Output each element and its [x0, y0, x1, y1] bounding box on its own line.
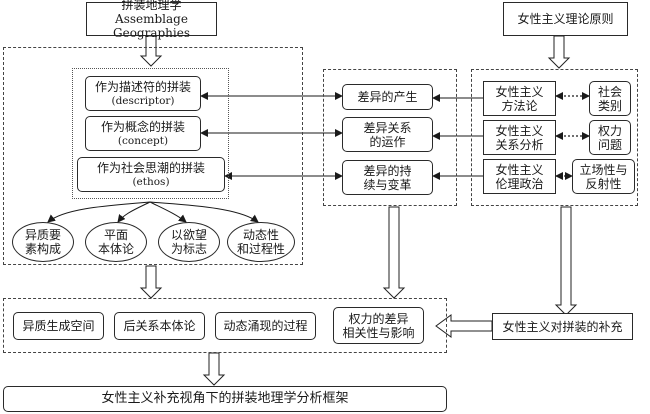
assemblage-type-concept: 作为概念的拼装 (concept)	[85, 116, 201, 151]
feature-line2: 为标志	[170, 242, 207, 256]
assemblage-type-ethos: 作为社会思潮的拼装 (ethos)	[77, 157, 225, 192]
hollow-arrow-left-down	[139, 265, 163, 299]
outcome-heterogeneous-space-box: 异质生成空间	[13, 312, 104, 340]
outcome-emergent-process-box: 动态涌现的过程	[215, 312, 316, 340]
topic-line2: 反射性	[585, 176, 622, 191]
feature-heterogeneous-elements: 异质要 素构成	[12, 222, 74, 262]
type-cn-label: 作为描述符的拼装	[94, 79, 191, 94]
difference-relations-box: 差异关系 的运作	[342, 117, 433, 152]
assemblage-types-container	[72, 68, 229, 199]
difference-line1: 差异的产生	[357, 90, 418, 104]
feminist-principles-box: 女性主义理论原则	[503, 2, 628, 36]
feminist-principles-label: 女性主义理论原则	[517, 12, 614, 26]
supplement-label: 女性主义对拼装的补充	[502, 319, 623, 334]
assemblage-type-descriptor: 作为描述符的拼装 (descriptor)	[85, 76, 201, 111]
framework-title: 女性主义补充视角下的拼装地理学分析框架	[101, 391, 349, 406]
feature-desire-marked: 以欲望 为标志	[158, 222, 220, 262]
method-line2: 方法论	[501, 98, 538, 113]
outcome-line1: 后关系本体论	[123, 319, 196, 333]
feature-line2: 本体论	[97, 242, 134, 256]
feature-line1: 平面	[103, 228, 128, 242]
topic-social-category-box: 社会 类别	[589, 81, 631, 116]
feature-line1: 异质要	[24, 228, 61, 242]
feature-line2: 和过程性	[236, 242, 285, 256]
framework-title-box: 女性主义补充视角下的拼装地理学分析框架	[3, 386, 447, 412]
topic-line2: 问题	[597, 137, 622, 152]
topic-positionality-box: 立场性与 反射性	[572, 159, 635, 194]
type-cn-label: 作为概念的拼装	[100, 119, 185, 134]
topic-line1: 社会	[597, 84, 622, 99]
method-line1: 女性主义	[495, 162, 544, 177]
feature-flat-ontology: 平面 本体论	[85, 222, 147, 262]
feature-line1: 以欲望	[170, 228, 207, 242]
method-line2: 关系分析	[495, 137, 544, 152]
difference-persistence-box: 差异的持 续与变革	[342, 160, 433, 195]
feminist-ethics-politics-box: 女性主义 伦理政治	[483, 159, 556, 194]
hollow-arrow-right-down	[554, 206, 578, 316]
outcomes-group-container	[3, 298, 447, 353]
feminist-supplement-box: 女性主义对拼装的补充	[492, 313, 633, 340]
feature-line2: 素构成	[24, 242, 61, 256]
hollow-arrow-framework-down	[202, 352, 226, 386]
outcome-line1: 异质生成空间	[22, 319, 95, 333]
outcome-post-relational-box: 后关系本体论	[114, 312, 205, 340]
type-en-label: (concept)	[117, 134, 169, 147]
topic-line1: 权力	[597, 123, 622, 138]
outcome-power-difference-box: 权力的差异 相关性与影响	[333, 307, 424, 344]
difference-line2: 续与变革	[363, 177, 412, 192]
feminist-group-container	[471, 69, 638, 206]
assemblage-cn-label: 拼装地理学	[121, 0, 182, 12]
method-line2: 伦理政治	[495, 176, 544, 191]
topic-line1: 立场性与	[579, 162, 628, 177]
feminist-relational-analysis-box: 女性主义 关系分析	[483, 120, 556, 155]
difference-line2: 的运作	[369, 134, 406, 149]
feminist-methodology-box: 女性主义 方法论	[483, 81, 556, 116]
type-en-label: (ethos)	[132, 175, 170, 188]
difference-group-container	[323, 69, 457, 206]
assemblage-geographies-box: 拼装地理学 Assemblage Geographies	[86, 0, 217, 40]
difference-production-box: 差异的产生	[342, 84, 433, 110]
hollow-arrow-supplement-left	[435, 314, 493, 338]
hollow-arrow-middle-down	[382, 206, 406, 299]
topic-line2: 类别	[597, 98, 622, 113]
difference-line1: 差异关系	[363, 120, 412, 135]
outcome-line2: 相关性与影响	[342, 325, 415, 340]
hollow-arrow-feminist-down	[547, 35, 571, 69]
outcome-line1: 动态涌现的过程	[223, 319, 308, 333]
method-line1: 女性主义	[495, 123, 544, 138]
type-cn-label: 作为社会思潮的拼装	[96, 160, 205, 175]
method-line1: 女性主义	[495, 84, 544, 99]
assemblage-group-container	[3, 47, 303, 265]
type-en-label: (descriptor)	[111, 94, 175, 107]
fan-arrows	[47, 201, 259, 223]
topic-power-issue-box: 权力 问题	[589, 120, 631, 155]
difference-line1: 差异的持	[363, 163, 412, 178]
feature-line1: 动态性	[242, 228, 279, 242]
hollow-arrow-assemblage-down	[139, 35, 163, 67]
feature-dynamic-process: 动态性 和过程性	[227, 222, 295, 262]
assemblage-en-label: Assemblage Geographies	[113, 12, 190, 40]
outcome-line1: 权力的差异	[348, 311, 409, 326]
